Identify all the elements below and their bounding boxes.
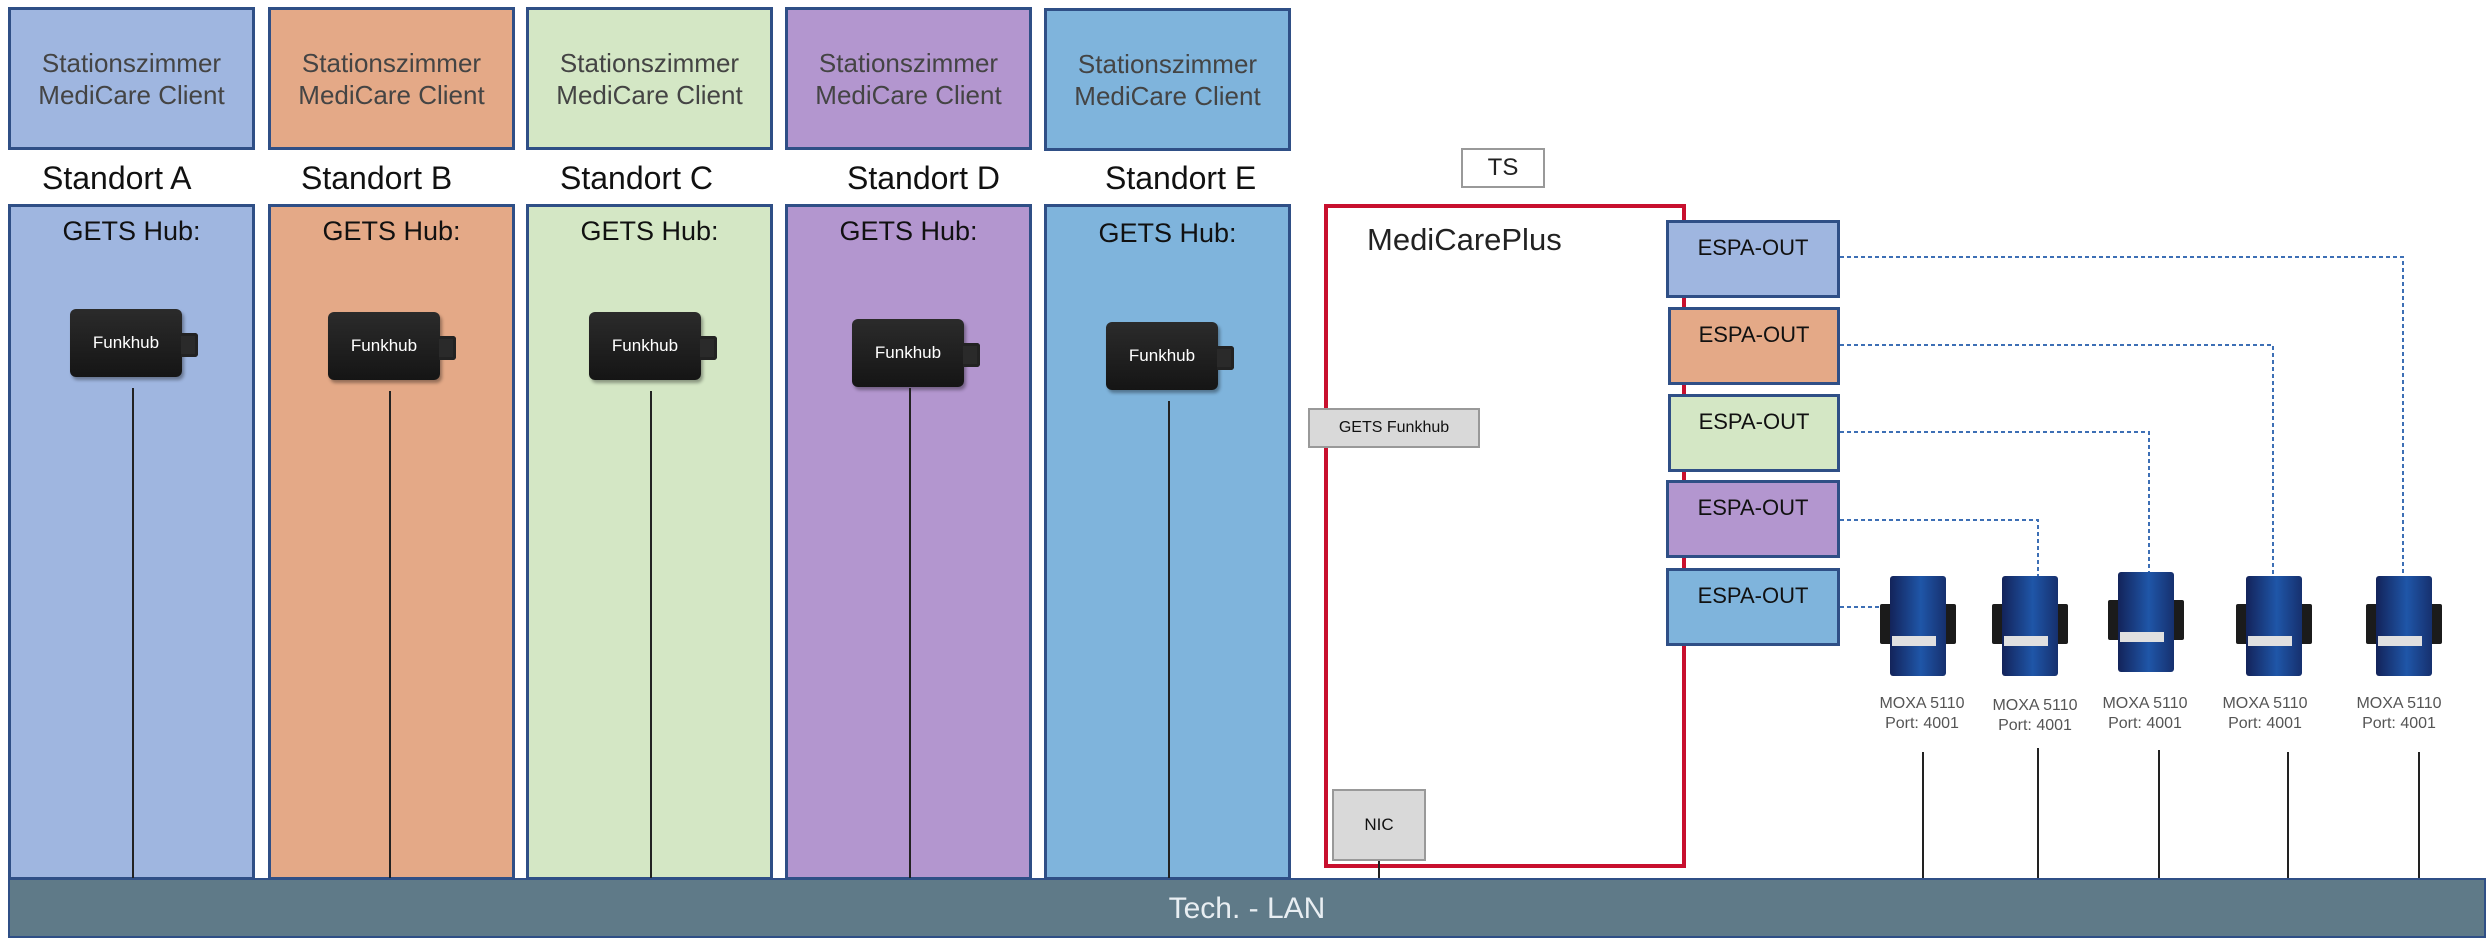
client-box-d: Stationszimmer MediCare Client bbox=[785, 7, 1032, 150]
gets-hub-title-e: GETS Hub: bbox=[1098, 218, 1237, 248]
standort-label-e: Standort E bbox=[1105, 160, 1257, 196]
funkhub-lan-line-a bbox=[132, 388, 134, 878]
standort-column-e bbox=[1044, 204, 1291, 880]
standort-label-b: Standort B bbox=[301, 160, 453, 196]
connector-espa-d bbox=[1840, 519, 2039, 578]
funkhub-device-a: Funkhub bbox=[70, 309, 198, 377]
funkhub-device-d: Funkhub bbox=[852, 319, 980, 387]
gets-hub-title-d: GETS Hub: bbox=[839, 216, 978, 246]
espa-out-box-e: ESPA-OUT bbox=[1666, 568, 1840, 646]
funkhub-lan-line-b bbox=[389, 391, 391, 878]
standort-column-d bbox=[785, 204, 1032, 880]
moxa-device-2 bbox=[1992, 576, 2068, 676]
connector-espa-c bbox=[1840, 431, 2150, 574]
medicareplus-title: MediCarePlus bbox=[1367, 222, 1562, 257]
client-box-e: Stationszimmer MediCare Client bbox=[1044, 8, 1291, 151]
moxa-label-2: MOXA 5110 Port: 4001 bbox=[1992, 697, 2078, 734]
moxa-label-1: MOXA 5110 Port: 4001 bbox=[1879, 695, 1965, 732]
moxa-label-5: MOXA 5110 Port: 4001 bbox=[2356, 695, 2442, 732]
moxa-lan-line-1 bbox=[1922, 752, 1924, 878]
client-box-c: Stationszimmer MediCare Client bbox=[526, 7, 773, 150]
standort-label-d: Standort D bbox=[847, 160, 1000, 196]
espa-out-box-a: ESPA-OUT bbox=[1666, 220, 1840, 298]
moxa-lan-line-5 bbox=[2418, 752, 2420, 878]
funkhub-device-b: Funkhub bbox=[328, 312, 456, 380]
standort-label-a: Standort A bbox=[42, 160, 192, 196]
funkhub-device-e: Funkhub bbox=[1106, 322, 1234, 390]
tech-lan-bar: Tech. - LAN bbox=[8, 878, 2486, 938]
funkhub-lan-line-e bbox=[1168, 401, 1170, 878]
gets-hub-title-b: GETS Hub: bbox=[322, 216, 461, 246]
gets-funkhub-box: GETS Funkhub bbox=[1308, 408, 1480, 448]
connector-espa-b bbox=[1840, 344, 2274, 578]
moxa-device-1 bbox=[1880, 576, 1956, 676]
moxa-label-4: MOXA 5110 Port: 4001 bbox=[2222, 695, 2308, 732]
moxa-label-3: MOXA 5110 Port: 4001 bbox=[2102, 695, 2188, 732]
nic-lan-line bbox=[1378, 861, 1380, 878]
moxa-device-5 bbox=[2366, 576, 2442, 676]
funkhub-device-c: Funkhub bbox=[589, 312, 717, 380]
moxa-lan-line-2 bbox=[2037, 748, 2039, 878]
standort-label-c: Standort C bbox=[560, 160, 713, 196]
connector-espa-a bbox=[1840, 256, 2404, 578]
gets-hub-title-c: GETS Hub: bbox=[580, 216, 719, 246]
moxa-device-4 bbox=[2236, 576, 2312, 676]
moxa-lan-line-3 bbox=[2158, 750, 2160, 878]
moxa-lan-line-4 bbox=[2287, 752, 2289, 878]
ts-box: TS bbox=[1461, 148, 1545, 188]
nic-box: NIC bbox=[1332, 789, 1426, 861]
funkhub-lan-line-d bbox=[909, 388, 911, 878]
gets-hub-title-a: GETS Hub: bbox=[62, 216, 201, 246]
espa-out-box-b: ESPA-OUT bbox=[1668, 307, 1840, 385]
client-box-b: Stationszimmer MediCare Client bbox=[268, 7, 515, 150]
espa-out-box-d: ESPA-OUT bbox=[1666, 480, 1840, 558]
medicareplus-box bbox=[1324, 204, 1686, 868]
tech-lan-label: Tech. - LAN bbox=[1168, 892, 1326, 925]
client-box-a: Stationszimmer MediCare Client bbox=[8, 7, 255, 150]
moxa-device-3 bbox=[2108, 572, 2184, 672]
espa-out-box-c: ESPA-OUT bbox=[1668, 394, 1840, 472]
funkhub-lan-line-c bbox=[650, 391, 652, 878]
